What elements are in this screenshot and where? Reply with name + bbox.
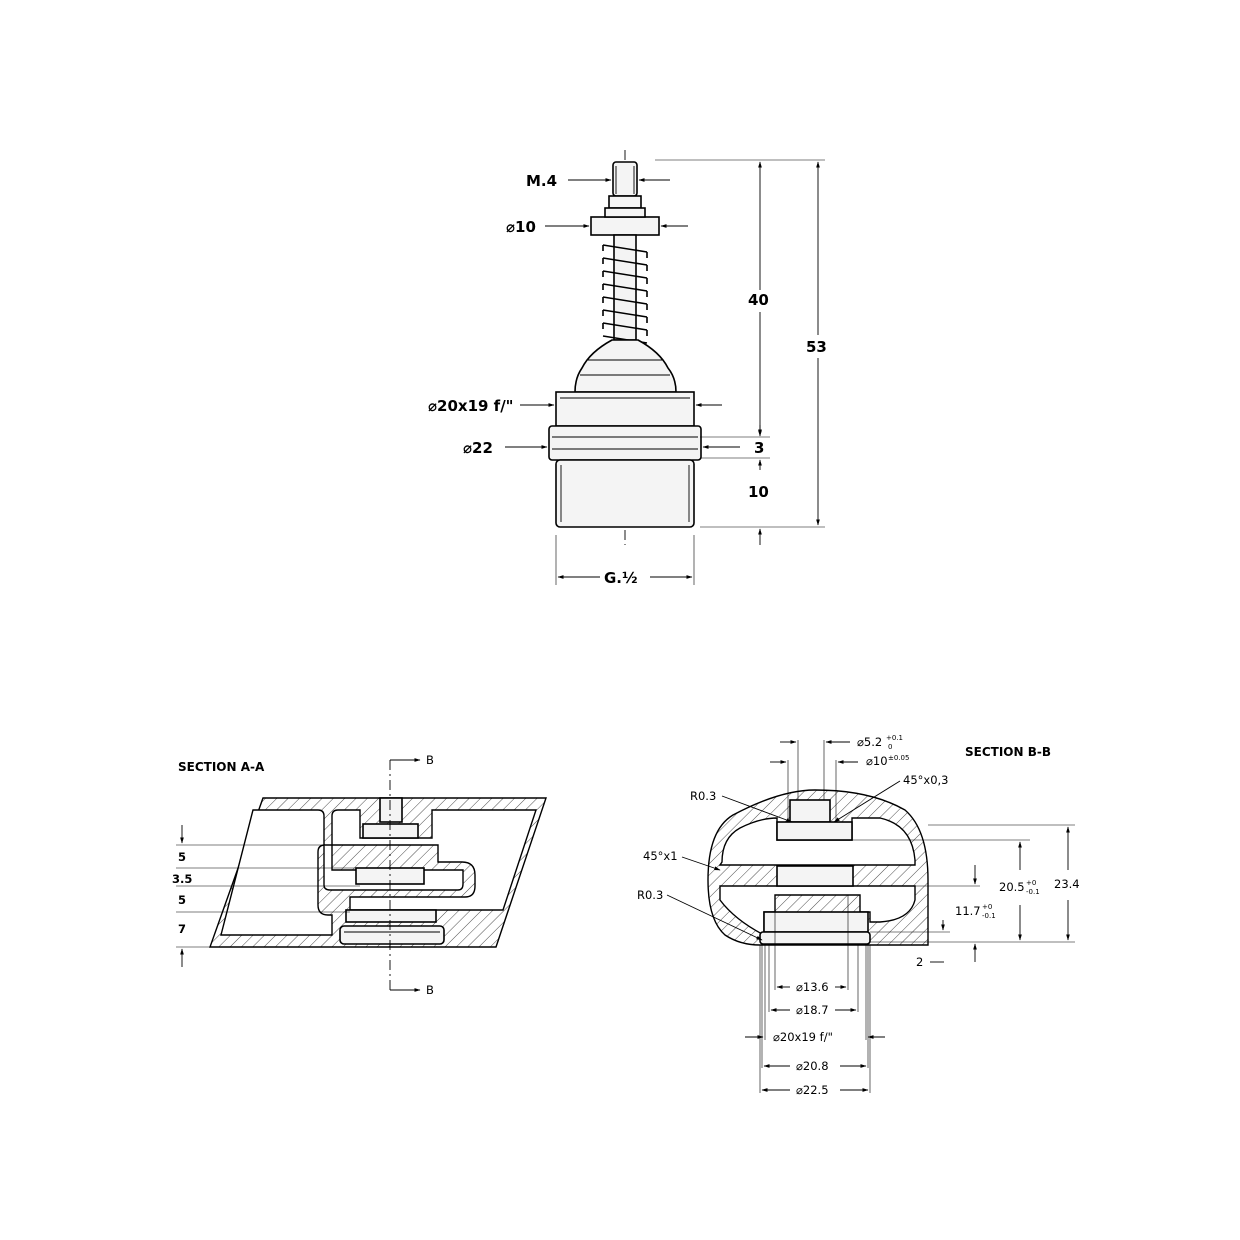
bb-dim-2: 2	[916, 955, 923, 969]
aa-dim-5-top: 5	[178, 850, 186, 864]
flange-diameter-label: ⌀22	[463, 439, 493, 457]
bb-radius-side: R0.3	[637, 888, 663, 902]
upper-body	[555, 391, 695, 427]
bb-dia-5-2-tol-upper: +0.1	[886, 734, 903, 742]
section-bb: SECTION B-B ⌀5.2 +0.1 0 ⌀10 ±0.05 45°x0,…	[637, 734, 1080, 1097]
cut-marker-bottom: B	[426, 983, 434, 997]
dim-53: 53	[806, 338, 827, 356]
thread-base-label: G.½	[604, 569, 638, 587]
front-view: M.4 ⌀10 ⌀20x19 f/" ⌀22 40 53 3 10	[428, 150, 827, 587]
aa-dim-3-5: 3.5	[172, 872, 192, 886]
bb-dia-18-7: ⌀18.7	[796, 1003, 829, 1017]
threaded-stud	[608, 161, 642, 209]
diaphragm	[574, 339, 677, 393]
bb-dia-10: ⌀10	[866, 754, 888, 768]
collar-diameter-label: ⌀10	[506, 218, 536, 236]
bb-dim-23-4: 23.4	[1054, 877, 1080, 891]
bb-dia-22-5: ⌀22.5	[796, 1083, 829, 1097]
aa-dim-5-mid: 5	[178, 893, 186, 907]
dim-3: 3	[754, 439, 764, 457]
flange	[548, 425, 702, 461]
bb-dia-5-2: ⌀5.2	[857, 735, 882, 749]
bb-dia-13-6: ⌀13.6	[796, 980, 829, 994]
dim-10: 10	[748, 483, 769, 501]
section-aa-title: SECTION A-A	[178, 760, 265, 774]
bb-dia-10-tol: ±0.05	[888, 754, 909, 762]
bb-dia-20x19: ⌀20x19 f/"	[773, 1030, 833, 1044]
dim-40: 40	[748, 291, 769, 309]
bb-dim-11-7-tol-lower: -0.1	[982, 912, 996, 920]
bb-dim-20-5-tol-lower: -0.1	[1026, 888, 1040, 896]
bb-chamfer-top: 45°x0,3	[903, 773, 948, 787]
bb-dia-5-2-tol-lower: 0	[888, 743, 892, 751]
bb-radius-top: R0.3	[690, 789, 716, 803]
bb-dim-11-7-tol-upper: +0	[982, 903, 992, 911]
bb-dia-20-8: ⌀20.8	[796, 1059, 829, 1073]
cut-marker-top: B	[426, 753, 434, 767]
thread-label: M.4	[526, 172, 557, 190]
aa-dim-7: 7	[178, 922, 186, 936]
section-aa: SECTION A-A B B 5 3.5 5 7	[172, 753, 547, 997]
section-bb-title: SECTION B-B	[965, 745, 1051, 759]
body-diameter-label: ⌀20x19 f/"	[428, 397, 514, 415]
bb-chamfer-side: 45°x1	[643, 849, 678, 863]
collar	[590, 216, 660, 236]
bb-dim-11-7: 11.7	[955, 904, 981, 918]
spring	[602, 234, 648, 344]
threaded-base	[555, 459, 695, 528]
bb-dim-20-5: 20.5	[999, 880, 1025, 894]
bb-dim-20-5-tol-upper: +0	[1026, 879, 1036, 887]
